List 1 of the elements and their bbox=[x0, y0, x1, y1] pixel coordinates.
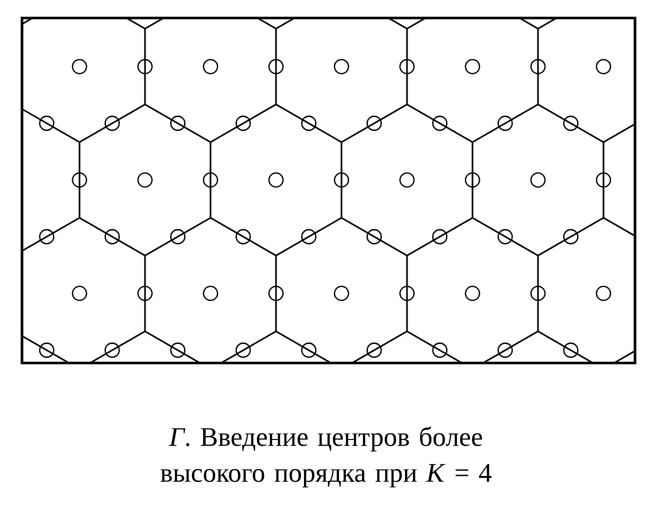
caption: Г. Введение центров более высокого порядка при K = 4 bbox=[160, 426, 492, 488]
